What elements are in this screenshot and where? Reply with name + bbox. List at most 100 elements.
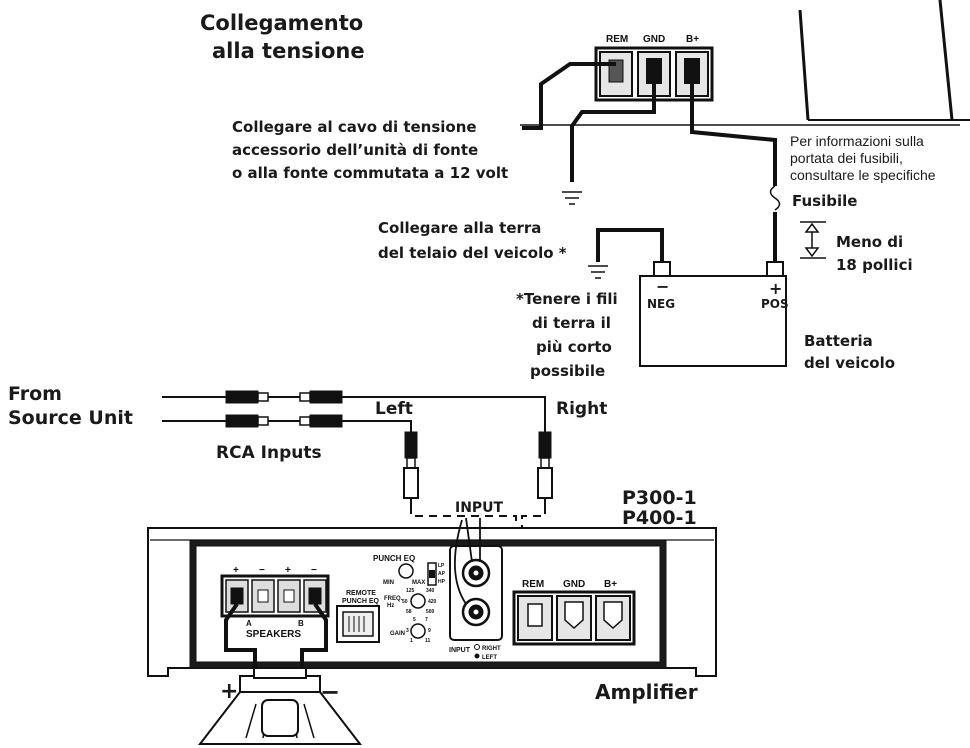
distance-line1: Meno di xyxy=(836,233,903,251)
ground-note-line3: più corto xyxy=(536,338,612,356)
amplifier-panel-outline xyxy=(520,0,970,126)
speaker-terminal-block xyxy=(220,574,330,618)
gain-5: 5 xyxy=(413,617,416,623)
amp-gnd-label: GND xyxy=(563,579,585,590)
spk-b-label: B xyxy=(298,619,304,628)
remote-note-line2: accessorio dell’unità di fonte xyxy=(232,141,478,159)
freq-500: 500 xyxy=(426,609,435,615)
ground-note-line4: possibile xyxy=(530,362,605,380)
left-indicator xyxy=(474,653,480,659)
battery-neg-label: NEG xyxy=(647,297,675,311)
freq-58: 58 xyxy=(406,609,412,615)
source-line1: From xyxy=(8,383,62,405)
ground-symbol-top xyxy=(562,191,582,205)
rca-jack-right[interactable] xyxy=(461,558,491,588)
terminal-rem-label: REM xyxy=(606,34,628,45)
spk-minus-b: − xyxy=(311,565,317,576)
header-line2: alla tensione xyxy=(212,39,365,63)
freq-knob[interactable] xyxy=(410,593,426,609)
fuse-info-line2: portata dei fusibili, xyxy=(790,150,903,166)
punch-min: MIN xyxy=(383,580,394,586)
freq-340: 340 xyxy=(426,588,435,594)
battery-pos-sign: + xyxy=(769,279,782,298)
spk-a-label: A xyxy=(246,619,252,628)
header-line1: Collegamento xyxy=(200,11,363,35)
input-left-label: LEFT xyxy=(482,655,497,661)
rca-jack-left[interactable] xyxy=(461,597,491,627)
vehicle-battery xyxy=(639,261,787,367)
freq-50: 50 xyxy=(402,599,408,605)
amp-power-terminal-block xyxy=(512,590,636,646)
chassis-ground-line1: Collegare alla terra xyxy=(378,219,541,237)
freq-420: 420 xyxy=(428,599,437,605)
rca-plug-left xyxy=(403,431,419,506)
punch-eq-label: PUNCH EQ xyxy=(373,554,415,563)
gain-11: 11 xyxy=(425,638,431,644)
distance-arrow xyxy=(800,221,826,259)
rca-left-label: Left xyxy=(375,399,413,419)
right-indicator xyxy=(474,644,480,650)
amp-bplus-label: B+ xyxy=(604,579,617,590)
filter-switch[interactable] xyxy=(427,562,437,586)
speaker-plus: + xyxy=(220,679,238,704)
gain-9: 9 xyxy=(428,628,431,634)
battery-label-line2: del veicolo xyxy=(804,354,895,372)
chassis-ground-line2: del telaio del veicolo * xyxy=(378,244,567,262)
rca-cable-lower xyxy=(162,414,412,432)
filter-hp: HP xyxy=(438,579,446,585)
ground-wire-battery xyxy=(596,228,664,262)
ground-wire-top xyxy=(570,72,656,182)
gain-1: 1 xyxy=(410,638,413,644)
amplifier-label: Amplifier xyxy=(595,680,698,704)
model-p300: P300-1 xyxy=(622,487,697,509)
remote-note-line3: o alla fonte commutata a 12 volt xyxy=(232,164,508,182)
terminal-gnd-label: GND xyxy=(643,34,665,45)
filter-lp: LP xyxy=(438,563,445,569)
gain-3: 3 xyxy=(406,628,409,634)
terminal-bplus-label: B+ xyxy=(686,34,699,45)
source-line2: Source Unit xyxy=(8,407,133,429)
positive-wire xyxy=(690,72,777,262)
filter-ap: AP xyxy=(438,571,446,577)
battery-pos-label: POS xyxy=(761,297,789,311)
rca-input-label: INPUT xyxy=(455,500,504,516)
ground-note-line2: di terra il xyxy=(532,314,611,332)
rca-inputs-label: RCA Inputs xyxy=(216,443,322,463)
battery-neg-sign: − xyxy=(656,277,669,296)
remote-note-line1: Collegare al cavo di tensione xyxy=(232,118,477,136)
freq-label: FREQ. xyxy=(384,596,403,602)
ground-symbol-battery xyxy=(588,265,608,279)
gain-7: 7 xyxy=(425,617,428,623)
remote-punch-eq-port xyxy=(336,605,380,643)
freq-hz: Hz xyxy=(387,603,394,609)
gain-label: GAIN xyxy=(390,631,405,637)
speaker-icon xyxy=(197,667,363,745)
model-p400: P400-1 xyxy=(622,507,697,529)
rca-plug-right xyxy=(537,431,553,506)
input-label: INPUT xyxy=(449,647,471,654)
distance-line2: 18 pollici xyxy=(836,256,913,274)
remote-label-2: PUNCH EQ xyxy=(342,598,380,605)
rca-cable-upper xyxy=(162,390,546,432)
amp-rem-label: REM xyxy=(522,579,544,590)
spk-minus-a: − xyxy=(259,565,265,576)
remote-label-1: REMOTE xyxy=(346,590,376,597)
rca-right-label: Right xyxy=(556,399,607,419)
fuse-label: Fusibile xyxy=(792,192,857,210)
speakers-label: SPEAKERS xyxy=(246,629,301,640)
speaker-leads xyxy=(224,602,328,668)
fuse-info-line3: consultare le specifiche xyxy=(790,167,936,183)
speaker-minus: − xyxy=(320,678,340,706)
ground-note-line1: *Tenere i fili xyxy=(516,290,618,308)
punch-eq-knob[interactable] xyxy=(398,563,414,579)
gain-knob[interactable] xyxy=(410,623,426,639)
fuse-info-line1: Per informazioni sulla xyxy=(790,133,924,149)
punch-max: MAX xyxy=(412,580,425,586)
input-callout-lines xyxy=(454,517,481,605)
remote-wire xyxy=(522,62,616,130)
battery-label-line1: Batteria xyxy=(804,332,873,350)
spk-plus-b: + xyxy=(285,565,291,576)
freq-125: 125 xyxy=(406,588,415,594)
spk-plus-a: + xyxy=(233,565,239,576)
